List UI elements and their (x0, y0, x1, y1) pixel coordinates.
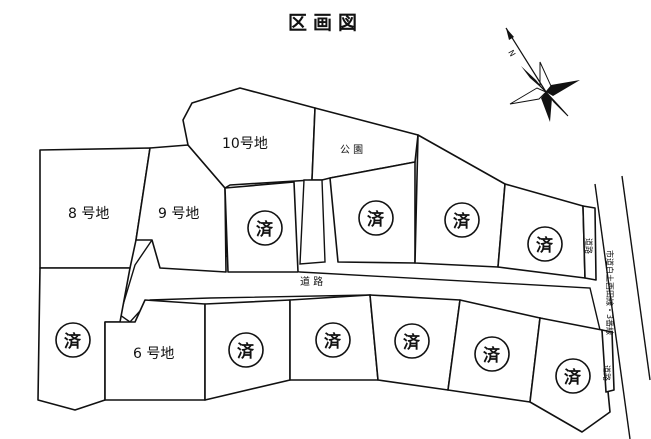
sold-mark-text: 済 (403, 332, 421, 353)
sold-mark-circle (228, 332, 264, 368)
label-road: 道 路 (300, 275, 323, 288)
main-road-line-2 (621, 175, 651, 381)
label-lot-10: 10号地 (222, 136, 268, 152)
sold-mark-circle (55, 322, 91, 358)
sold-mark-circle (394, 323, 430, 359)
north-label: N (506, 49, 517, 59)
main-road-label: 市道白土西田線・3番線 (605, 250, 615, 335)
sold-mark-circle (247, 210, 283, 246)
sold-mark-text: 済 (453, 211, 471, 232)
sold-mark-text: 済 (536, 235, 554, 256)
sold-marks: 済 済 済 済 済 済 済 済 済 済 (55, 200, 591, 394)
label-park: 公 園 (340, 144, 363, 156)
sold-mark-circle (527, 226, 563, 262)
lot-8[interactable] (39, 147, 151, 269)
side-road-lower (601, 329, 615, 393)
label-lot-8: 8 号地 (68, 206, 109, 222)
side-road-upper-label: 道路 (584, 238, 594, 254)
sold-mark-text: 済 (483, 345, 501, 366)
sold-mark-text: 済 (237, 341, 255, 362)
side-road-lower-label: 道路 (602, 365, 612, 381)
lot-upper-sold-3[interactable] (414, 134, 506, 268)
sold-mark-text: 済 (256, 219, 274, 240)
side-road-upper (582, 205, 597, 281)
sold-mark-text: 済 (564, 367, 582, 388)
sold-mark-circle (474, 336, 510, 372)
sold-mark-text: 済 (367, 209, 385, 230)
main-road-line-1 (594, 183, 631, 439)
sold-mark-circle (358, 200, 394, 236)
compass-icon: N (505, 27, 580, 122)
sold-mark-circle (315, 322, 351, 358)
sold-mark-circle (444, 202, 480, 238)
sold-mark-text: 済 (324, 331, 342, 352)
label-lot-9: 9 号地 (158, 206, 199, 222)
sold-mark-circle (555, 358, 591, 394)
page-title: 区画図 (287, 12, 363, 34)
sold-mark-text: 済 (64, 331, 82, 352)
road-connector (299, 179, 326, 265)
label-lot-6: 6 号地 (133, 346, 174, 362)
